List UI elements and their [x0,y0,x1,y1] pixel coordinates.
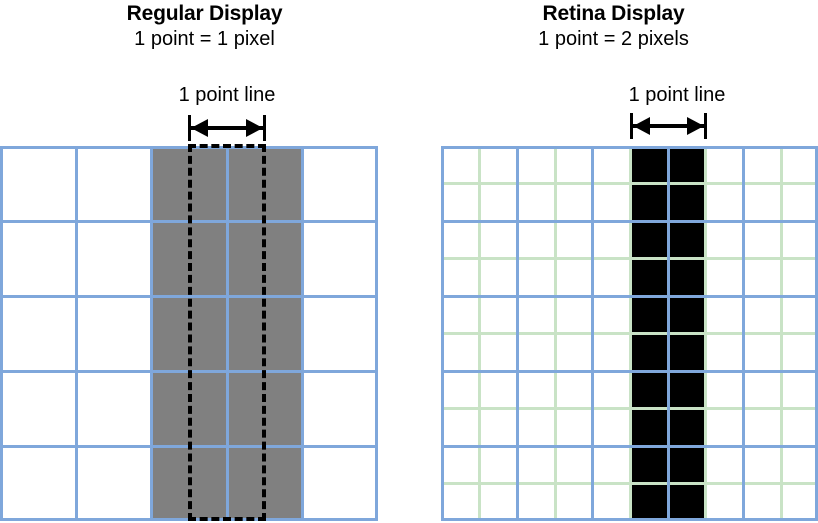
point-line-v-5 [375,146,378,521]
arrow-head-right-icon [687,117,704,135]
measure-arrow-regular [188,115,266,141]
measure-tick-right-icon [704,113,707,139]
panel-subtitle-retina: 1 point = 2 pixels [538,28,689,50]
point-line-h-0 [441,146,818,149]
measure-tick-left-icon [188,115,191,141]
point-line-v-0 [441,146,444,521]
dashed-measure-box-regular [188,144,266,521]
point-line-h-2 [441,295,818,298]
measure-label-regular: 1 point line [178,84,276,106]
grid-retina [441,146,818,521]
pixel-line-h-1 [441,182,818,185]
measure-tick-left-icon [630,113,633,139]
measure-tick-right-icon [263,115,266,141]
panel-retina-display: Retina Display 1 point = 2 pixels 1 poin… [409,0,818,523]
arrow-head-left-icon [633,117,650,135]
point-line-h-5 [441,518,818,521]
grid-regular [0,146,378,521]
point-line-v-3 [226,146,229,521]
point-line-v-1 [75,146,78,521]
point-line-v-3 [667,146,670,521]
panel-title-regular: Regular Display [126,2,283,25]
panel-title-retina: Retina Display [542,2,685,25]
pixel-line-h-5 [441,332,818,335]
point-line-v-4 [742,146,745,521]
measure-shaft-icon [633,124,704,128]
point-line-v-2 [591,146,594,521]
pixel-line-h-7 [441,407,818,410]
point-line-v-0 [0,146,3,521]
panel-subtitle-regular: 1 point = 1 pixel [134,28,275,50]
point-line-v-2 [150,146,153,521]
point-line-v-5 [815,146,818,521]
point-line-v-1 [516,146,519,521]
measure-arrow-retina [630,113,707,139]
pixel-line-h-9 [441,482,818,485]
measure-shaft-icon [191,126,263,130]
measure-label-retina: 1 point line [628,84,726,106]
point-line-h-3 [441,370,818,373]
point-line-h-1 [441,220,818,223]
point-line-v-4 [301,146,304,521]
point-line-h-4 [441,445,818,448]
arrow-head-left-icon [191,119,208,137]
pixel-line-h-3 [441,257,818,260]
arrow-head-right-icon [246,119,263,137]
panel-regular-display: Regular Display 1 point = 1 pixel 1 poin… [0,2,378,521]
